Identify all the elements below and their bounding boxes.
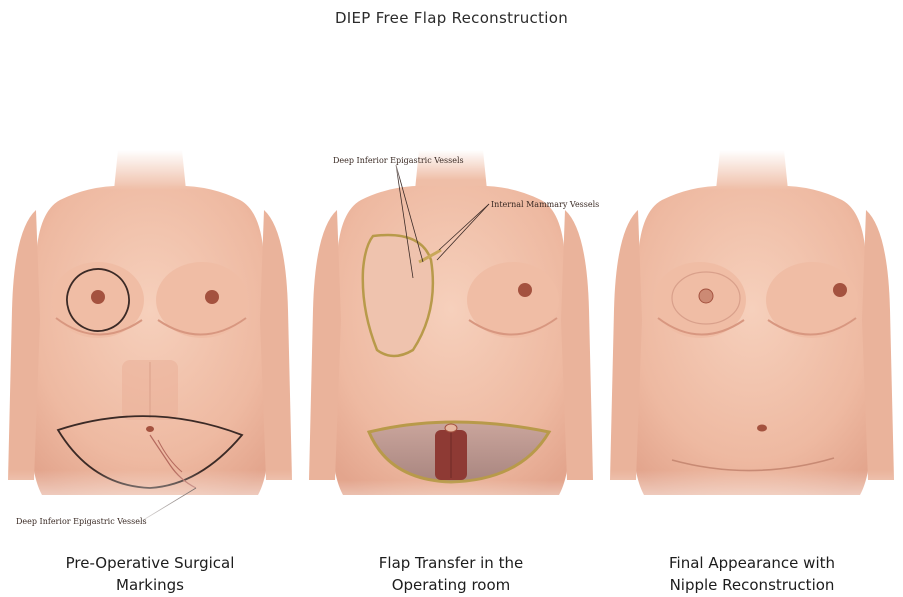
caption-line: Final Appearance with [602,552,902,574]
nipple-left [833,283,847,297]
navel [146,426,154,432]
page-title: DIEP Free Flap Reconstruction [0,9,903,27]
annotation-deep-inferior-epigastric-vessels: Deep Inferior Epigastric Vessels [333,156,464,165]
caption-pre-operative: Pre-Operative Surgical Markings [0,552,300,596]
reconstructed-nipple [699,289,713,303]
caption-line: Flap Transfer in the [301,552,601,574]
caption-line: Operating room [301,574,601,596]
caption-line: Markings [0,574,300,596]
navel [757,425,767,432]
torso-illustration-final-appearance [602,150,902,530]
nipple-left [205,290,219,304]
annotation-deep-inferior-epigastric-vessels: Deep Inferior Epigastric Vessels [16,517,147,526]
nipple-right [91,290,105,304]
caption-flap-transfer: Flap Transfer in the Operating room [301,552,601,596]
caption-final-appearance: Final Appearance with Nipple Reconstruct… [602,552,902,596]
panel-final-appearance [602,150,902,530]
panel-pre-operative: Deep Inferior Epigastric Vessels [0,150,300,530]
caption-line: Pre-Operative Surgical [0,552,300,574]
annotation-internal-mammary-vessels: Internal Mammary Vessels [491,200,599,209]
caption-line: Nipple Reconstruction [602,574,902,596]
navel [445,424,457,432]
panel-flap-transfer: Deep Inferior Epigastric Vessels Interna… [301,150,601,530]
torso-illustration-pre-operative [0,150,300,530]
nipple-left [518,283,532,297]
